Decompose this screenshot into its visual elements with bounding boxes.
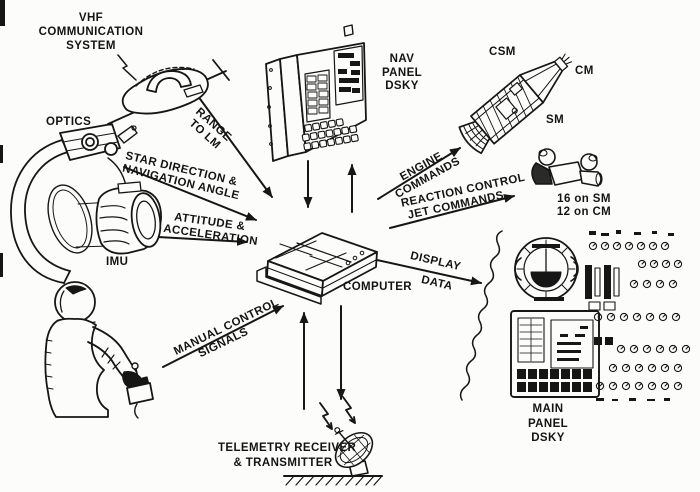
label-vhf-line1: VHF — [78, 12, 104, 24]
fdai-indicator — [514, 237, 579, 301]
label-optics: OPTICS — [46, 116, 92, 128]
label-csm: CSM — [489, 46, 516, 58]
arrow-engine-commands — [377, 147, 461, 200]
dsky-unit — [510, 310, 600, 398]
nav-panel-dsky-drawing — [265, 24, 367, 162]
label-main-line2: PANEL — [527, 417, 569, 430]
label-main-panel-dsky: MAIN PANEL DSKY — [526, 402, 570, 446]
label-vhf-line2: COMMUNICATION — [38, 26, 144, 38]
label-telemetry-line1: TELEMETRY RECEIVER — [218, 442, 357, 454]
label-rcs-line2: 12 on CM — [556, 206, 612, 218]
rcs-quad-drawing — [531, 148, 603, 187]
label-rcs-line1: 16 on SM — [557, 193, 611, 205]
label-nav-line1: NAV — [389, 53, 415, 65]
csm-drawing — [458, 53, 573, 155]
astronaut-drawing — [44, 281, 154, 419]
arrow-reaction-control — [389, 194, 515, 229]
label-nav-panel-dsky: NAV PANEL DSKY — [379, 53, 425, 94]
arrow-attitude — [157, 236, 248, 246]
optics-imu-drawing — [10, 123, 162, 284]
scan-artifacts — [0, 0, 5, 277]
label-nav-line2: PANEL — [381, 66, 423, 79]
label-cm: CM — [575, 65, 594, 77]
label-nav-line3: DSKY — [385, 80, 419, 92]
radio-wave-bolt — [319, 402, 333, 430]
arrow-star-direction — [123, 166, 257, 221]
radio-wave-bolt — [342, 396, 356, 424]
label-sm: SM — [546, 114, 565, 126]
label-vhf-system: VHF COMMUNICATION SYSTEM — [36, 11, 146, 53]
label-telemetry-line2: & TRANSMITTER — [233, 457, 333, 469]
main-panel-drawing — [459, 230, 691, 401]
arrows — [123, 72, 515, 410]
panel-switches — [585, 230, 691, 401]
vhf-leader-bolt — [117, 54, 137, 81]
arrow-display-data — [376, 259, 482, 286]
label-rcs-counts: 16 on SM 12 on CM — [554, 193, 614, 219]
label-main-line1: MAIN — [532, 403, 564, 415]
arrow-manual-control — [162, 305, 284, 368]
vhf-antenna-drawing — [107, 54, 230, 125]
label-vhf-line3: SYSTEM — [66, 40, 116, 52]
label-main-line3: DSKY — [531, 432, 565, 444]
label-telemetry: TELEMETRY RECEIVER & TRANSMITTER — [218, 441, 357, 471]
label-computer: COMPUTER — [343, 281, 413, 293]
telemetry-dish-drawing — [283, 396, 383, 486]
label-imu: IMU — [106, 256, 129, 268]
computer-drawing — [256, 232, 378, 305]
torn-edge — [459, 230, 503, 401]
